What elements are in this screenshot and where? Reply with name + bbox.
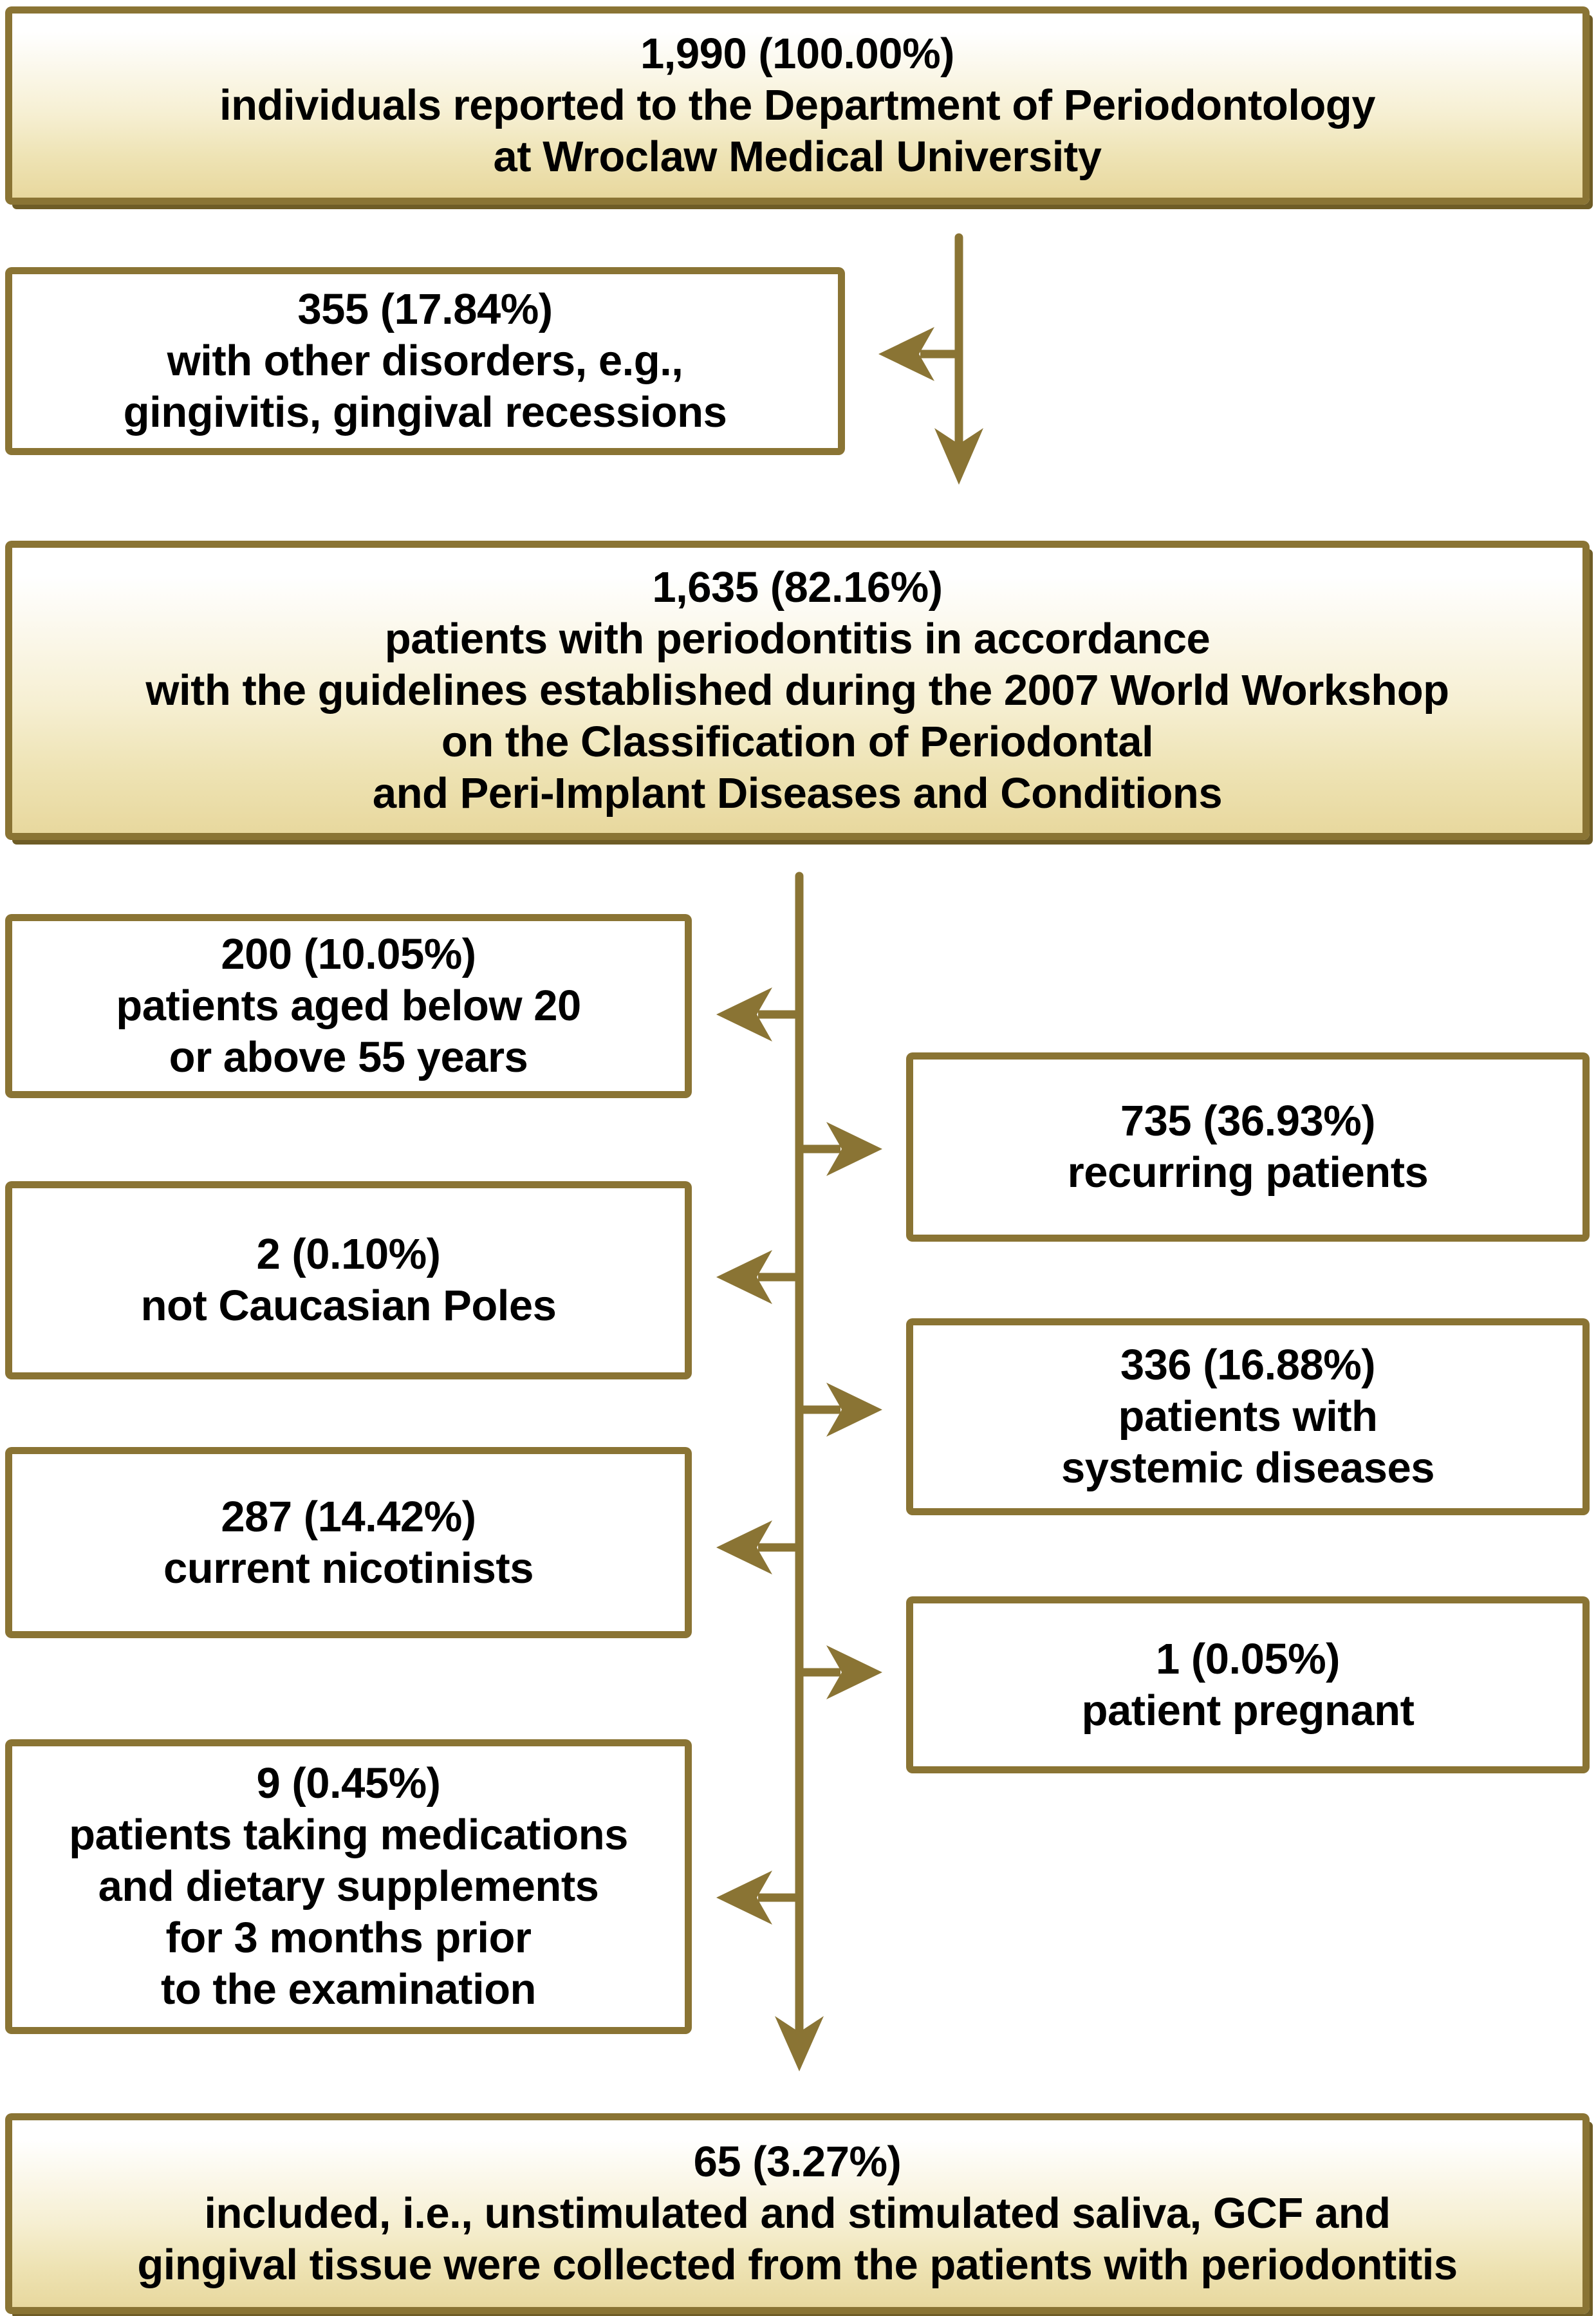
box-excluded-nicotinists: 287 (14.42%) current nicotinists [5,1447,692,1638]
box-line: 355 (17.84%) [297,285,553,333]
arrowhead-down-icon [934,428,983,485]
box-included-final: 65 (3.27%) included, i.e., unstimulated … [5,2113,1590,2314]
box-line: included, i.e., unstimulated and stimula… [204,2189,1391,2237]
box-line: current nicotinists [163,1544,534,1592]
box-line: or above 55 years [169,1033,528,1081]
arrowhead-down-icon [775,2016,824,2071]
box-line: at Wroclaw Medical University [493,133,1102,181]
box-line: 1 (0.05%) [1156,1634,1340,1683]
box-excluded-age: 200 (10.05%) patients aged below 20 or a… [5,914,692,1098]
box-excluded-other-disorders: 355 (17.84%) with other disorders, e.g.,… [5,267,845,455]
box-line: for 3 months prior [165,1914,532,1962]
box-line: 2 (0.10%) [256,1230,441,1278]
box-periodontitis-patients: 1,635 (82.16%) patients with periodontit… [5,541,1590,840]
box-line: patients with periodontitis in accordanc… [384,614,1211,663]
box-line: patients with [1118,1392,1378,1441]
box-excluded-recurring: 735 (36.93%) recurring patients [906,1052,1590,1242]
flow-arrows [716,233,983,2071]
box-line: with other disorders, e.g., [167,337,683,385]
box-line: to the examination [161,1965,536,2013]
box-line: not Caucasian Poles [140,1282,557,1330]
arrowhead-left-icon [716,987,772,1041]
box-line: gingival tissue were collected from the … [137,2241,1458,2289]
box-line: on the Classification of Periodontal [441,717,1154,766]
arrowhead-right-icon [826,1122,882,1176]
box-excluded-pregnant: 1 (0.05%) patient pregnant [906,1596,1590,1773]
box-line: 9 (0.45%) [256,1759,441,1807]
box-line: patient pregnant [1081,1686,1415,1735]
box-line: 336 (16.88%) [1120,1341,1376,1389]
arrowhead-left-icon [716,1520,772,1574]
box-line: 65 (3.27%) [693,2138,902,2186]
arrowhead-left-icon [716,1871,772,1925]
box-line: patients aged below 20 [116,982,581,1030]
box-line: individuals reported to the Department o… [219,81,1375,129]
box-total-individuals: 1,990 (100.00%) individuals reported to … [5,6,1590,205]
box-line: and dietary supplements [98,1862,599,1910]
arrowhead-right-icon [826,1383,882,1437]
box-excluded-systemic: 336 (16.88%) patients with systemic dise… [906,1318,1590,1515]
box-line: 735 (36.93%) [1120,1097,1376,1145]
box-excluded-not-caucasian: 2 (0.10%) not Caucasian Poles [5,1181,692,1379]
box-line: 1,635 (82.16%) [652,563,943,612]
arrowhead-left-icon [716,1250,772,1304]
arrowhead-left-icon [878,327,934,381]
arrowhead-right-icon [826,1645,882,1699]
box-line: 1,990 (100.00%) [640,30,954,78]
box-line: systemic diseases [1061,1444,1435,1492]
box-line: patients taking medications [69,1811,628,1859]
box-line: and Peri-Implant Diseases and Conditions [372,769,1223,817]
box-line: recurring patients [1067,1148,1429,1197]
box-line: gingivitis, gingival recessions [123,388,727,436]
box-line: with the guidelines established during t… [145,666,1449,714]
box-line: 287 (14.42%) [221,1492,476,1541]
box-excluded-medications: 9 (0.45%) patients taking medications an… [5,1739,692,2034]
box-line: 200 (10.05%) [221,930,476,978]
